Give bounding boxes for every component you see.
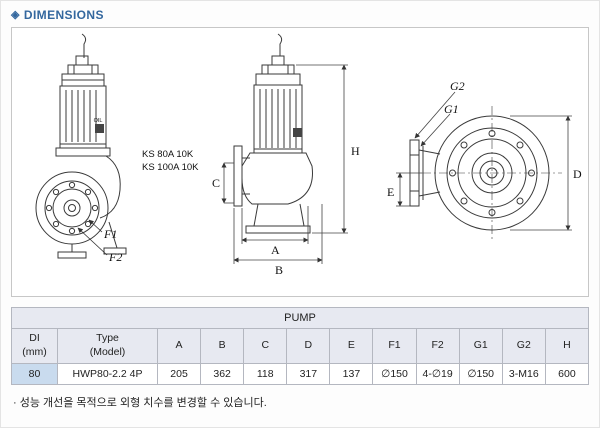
table-column-header-row: DI (mm) Type (Model) A B C D E F1 F2 G1 … — [11, 328, 590, 364]
col-header-h: H — [544, 328, 590, 364]
dim-label-g2: G2 — [450, 79, 465, 93]
table-data-row: 80 HWP80-2.2 4P 205 362 118 317 137 ∅150… — [11, 363, 590, 385]
dim-label-g1: G1 — [444, 102, 459, 116]
pump-drawings: OIL F1 F2 — [35, 33, 582, 277]
flange-bolt-holes — [45, 181, 99, 235]
dim-label-b: B — [275, 263, 283, 277]
dim-label-c: C — [212, 176, 220, 190]
dim-label-a: A — [271, 243, 280, 257]
col-header-g1: G1 — [458, 328, 503, 364]
front-view-leaders — [77, 219, 108, 256]
col-header-c: C — [243, 328, 288, 364]
cell-di: 80 — [11, 363, 58, 385]
section-title-text: DIMENSIONS — [23, 8, 104, 22]
col-header-f1: F1 — [372, 328, 417, 364]
oil-label-front: OIL — [94, 118, 103, 124]
oil-plug-side — [293, 128, 302, 137]
section-title: ◈ DIMENSIONS — [11, 8, 589, 22]
ks-label-1: KS 80A 10K — [142, 149, 194, 160]
cell-a: 205 — [156, 363, 202, 385]
ks-label-2: KS 100A 10K — [142, 162, 199, 173]
dim-label-f2: F2 — [108, 250, 122, 264]
pump-front-view — [35, 33, 127, 259]
table-group-header-row: PUMP — [11, 307, 589, 329]
cell-e: 137 — [329, 363, 374, 385]
drawing-panel: OIL F1 F2 — [11, 27, 589, 297]
dim-label-d: D — [573, 167, 582, 181]
pump-side-view — [233, 33, 313, 234]
cell-f2: 4-∅19 — [415, 363, 460, 385]
dim-label-h: H — [351, 144, 360, 158]
side-view-dimensions — [221, 64, 348, 264]
cell-b: 362 — [200, 363, 245, 385]
cell-h: 600 — [544, 363, 590, 385]
pump-top-view — [409, 106, 562, 240]
table-group-header: PUMP — [11, 307, 589, 329]
diamond-icon: ◈ — [11, 8, 20, 21]
col-header-f2: F2 — [415, 328, 460, 364]
cell-c: 118 — [243, 363, 288, 385]
dim-label-f1: F1 — [103, 227, 117, 241]
col-header-type: Type (Model) — [57, 328, 158, 364]
top-view-bolt-holes — [449, 130, 535, 216]
top-view-dimensions — [396, 91, 572, 231]
col-header-e: E — [329, 328, 374, 364]
col-header-di: DI (mm) — [11, 328, 58, 364]
cell-d: 317 — [286, 363, 331, 385]
oil-plug — [95, 124, 104, 133]
footer-note: · 성능 개선을 목적으로 외형 치수를 변경할 수 있습니다. — [13, 397, 267, 409]
cell-f1: ∅150 — [372, 363, 417, 385]
dim-label-e: E — [387, 185, 394, 199]
col-header-d: D — [286, 328, 331, 364]
col-header-b: B — [200, 328, 245, 364]
cell-g2: 3-M16 — [501, 363, 546, 385]
col-header-a: A — [156, 328, 202, 364]
pump-dimensions-table: PUMP DI (mm) Type (Model) A B C D E F1 F… — [11, 307, 590, 385]
cell-g1: ∅150 — [458, 363, 503, 385]
col-header-g2: G2 — [501, 328, 546, 364]
cell-type: HWP80-2.2 4P — [57, 363, 158, 385]
